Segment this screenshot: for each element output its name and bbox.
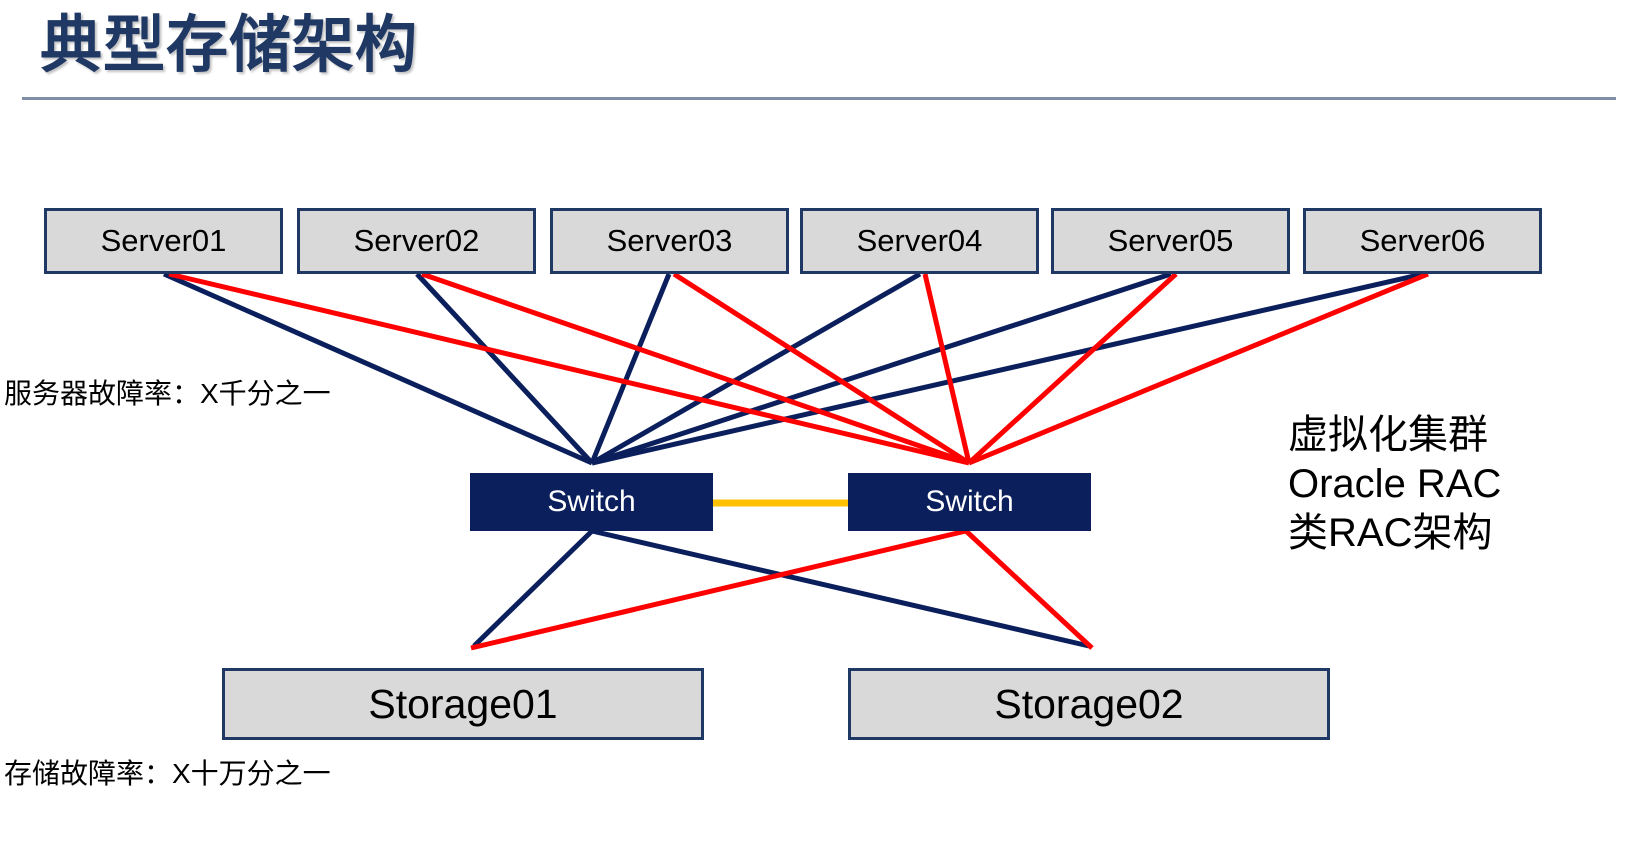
node-storage01[interactable]: Storage01 [222, 668, 704, 740]
node-label: Server04 [856, 223, 983, 258]
server-to-left-switch-links [162, 271, 1424, 466]
link-server03-switch-right [672, 271, 971, 466]
node-label: Storage02 [994, 680, 1184, 727]
server-to-right-switch-links [168, 271, 1429, 466]
link-server02-switch-right [421, 271, 970, 466]
node-label: Server02 [353, 223, 480, 258]
cluster-architecture-note: 虚拟化集群 Oracle RAC 类RAC架构 [1288, 411, 1501, 558]
node-label: Switch [547, 485, 636, 518]
title-divider [22, 97, 1616, 100]
cluster-note-line-2: Oracle RAC [1288, 462, 1502, 506]
node-server04[interactable]: Server04 [800, 208, 1039, 274]
server-failure-rate-label: 服务器故障率：X千分之一 [4, 378, 331, 409]
link-server06-switch-right [968, 271, 1429, 466]
link-server01-switch-right [168, 271, 970, 466]
node-label: Server01 [100, 223, 227, 258]
link-server05-switch-left [591, 271, 1172, 466]
node-server03[interactable]: Server03 [550, 208, 789, 274]
link-server02-switch-left [415, 272, 594, 465]
link-switch-right-storage02 [964, 529, 1094, 650]
node-server05[interactable]: Server05 [1051, 208, 1290, 274]
link-switch-right-storage01 [470, 528, 967, 651]
storage-failure-rate-label: 存储故障率：X十万分之一 [4, 758, 331, 789]
cluster-note-line-3: 类RAC架构 [1288, 511, 1493, 555]
node-server02[interactable]: Server02 [297, 208, 536, 274]
cluster-note-line-1: 虚拟化集群 [1288, 413, 1488, 457]
switch-to-storage-links [470, 528, 1094, 651]
link-server01-switch-left [162, 271, 594, 466]
link-switch-left-storage02 [591, 528, 1090, 649]
link-server03-switch-left [589, 273, 672, 464]
page-title: 典型存储架构 [40, 11, 419, 80]
link-server04-switch-right [922, 273, 972, 464]
node-label: Server05 [1107, 223, 1234, 258]
node-server06[interactable]: Server06 [1303, 208, 1542, 274]
node-label: Storage01 [368, 680, 558, 727]
node-switch-right[interactable]: Switch [848, 473, 1091, 531]
link-server04-switch-left [590, 271, 922, 466]
link-switch-left-storage01 [472, 529, 594, 648]
node-label: Switch [925, 485, 1014, 518]
node-label: Server06 [1359, 223, 1486, 258]
node-storage02[interactable]: Storage02 [848, 668, 1330, 740]
node-label: Server03 [606, 223, 733, 258]
link-server06-switch-left [591, 271, 1424, 466]
node-switch-left[interactable]: Switch [470, 473, 713, 531]
node-server01[interactable]: Server01 [44, 208, 283, 274]
link-server05-switch-right [967, 272, 1178, 465]
